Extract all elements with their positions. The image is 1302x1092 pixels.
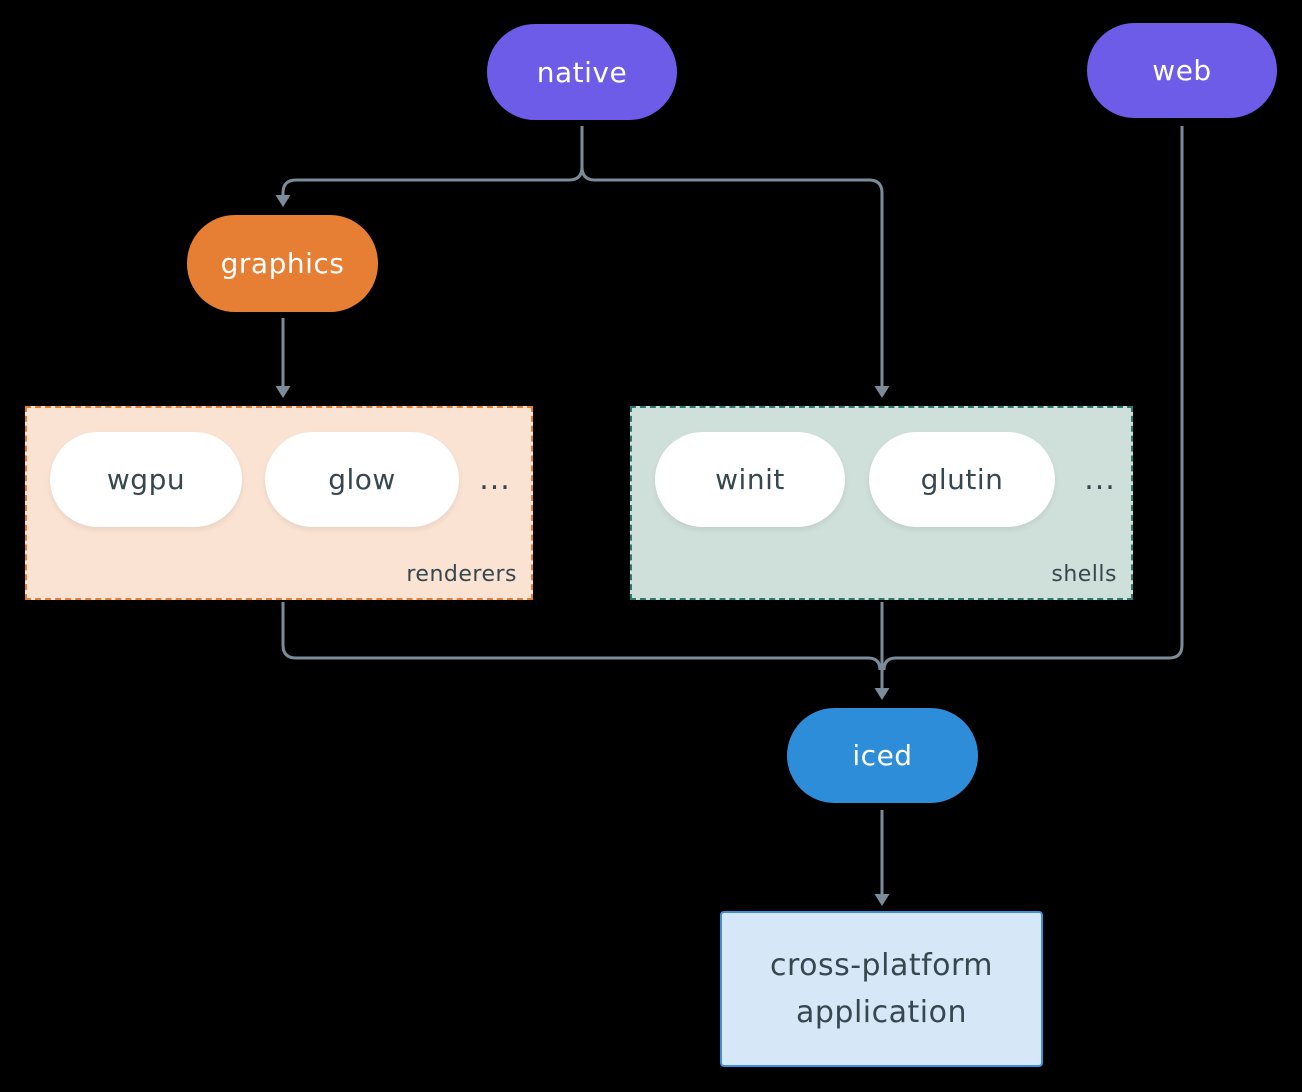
app-label-line2: application: [796, 995, 967, 1030]
node-wgpu: wgpu: [50, 432, 242, 527]
node-native: native: [487, 24, 677, 120]
node-winit: winit: [655, 432, 845, 527]
arrowhead-renderers: [275, 386, 291, 398]
node-native-label: native: [536, 55, 628, 89]
arrowhead-shells: [874, 386, 890, 398]
node-glow: glow: [265, 432, 459, 527]
node-graphics: graphics: [187, 215, 378, 312]
edge-native-to-shells: [580, 126, 884, 387]
group-renderers: wgpu glow ... renderers: [25, 406, 533, 600]
arrowhead-graphics: [275, 195, 291, 207]
edge-native-to-graphics: [281, 126, 584, 196]
shells-group-label: shells: [1051, 562, 1117, 587]
arrowhead-app: [874, 894, 890, 906]
node-web: web: [1087, 23, 1277, 118]
node-glow-label: glow: [328, 463, 396, 496]
renderers-ellipsis: ...: [479, 462, 511, 497]
edge-renderers-to-merge: [281, 602, 882, 671]
node-cross-platform-application: cross-platform application: [720, 911, 1043, 1067]
node-wgpu-label: wgpu: [106, 463, 186, 496]
node-web-label: web: [1152, 54, 1212, 87]
node-iced-label: iced: [852, 739, 913, 772]
node-glutin: glutin: [869, 432, 1055, 527]
node-winit-label: winit: [715, 463, 785, 496]
renderers-group-label: renderers: [406, 562, 517, 587]
app-label-line1: cross-platform: [769, 948, 994, 983]
shells-ellipsis: ...: [1084, 462, 1116, 497]
node-glutin-label: glutin: [920, 463, 1004, 496]
node-graphics-label: graphics: [220, 247, 345, 280]
group-shells: winit glutin ... shells: [630, 406, 1133, 600]
edge-web-to-merge: [882, 126, 1184, 671]
node-iced: iced: [787, 708, 978, 803]
arrowhead-iced: [874, 688, 890, 700]
